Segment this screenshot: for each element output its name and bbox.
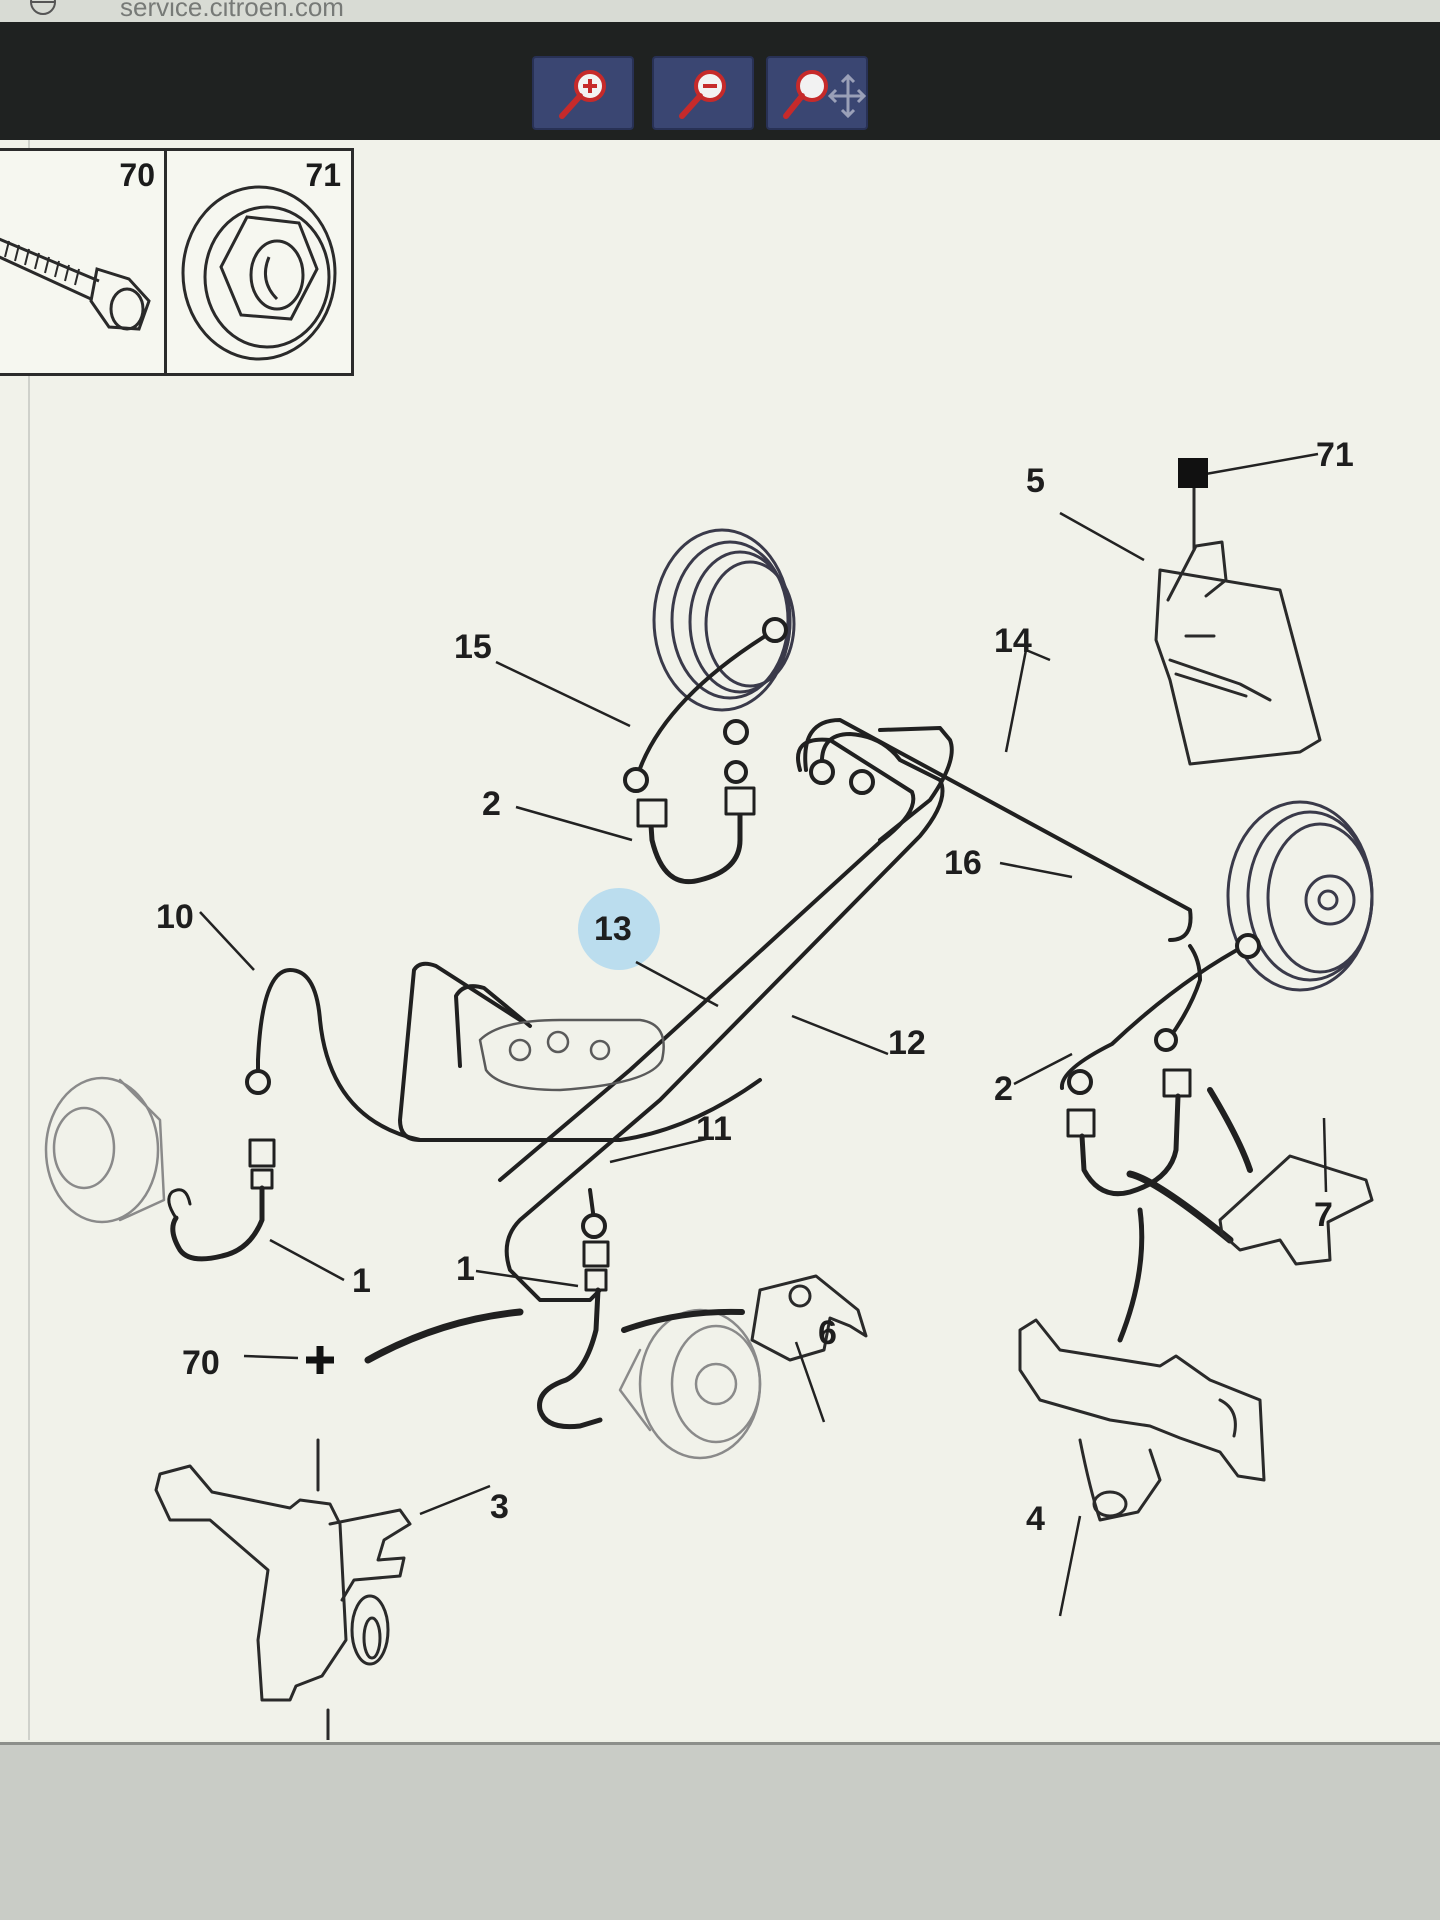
callout-1-center[interactable]: 1 [456,1250,475,1288]
callout-2-right[interactable]: 2 [994,1070,1013,1108]
callout-6[interactable]: 6 [818,1314,837,1352]
zoom-in-button[interactable] [532,56,634,130]
callout-14[interactable]: 14 [994,622,1032,660]
viewer-toolbar [0,22,1440,140]
heat-shield-5 [1154,484,1322,766]
browser-strip: service.citroen.com [0,0,1440,23]
thumbnail-number: 70 [119,157,155,193]
parts-diagram-panel [0,140,1440,1740]
callout-10[interactable]: 10 [156,898,194,936]
panel-border [0,1742,1440,1745]
zoom-pan-button[interactable] [766,56,868,130]
footer-area [0,1745,1440,1920]
brake-drum-right [1226,800,1374,992]
thumbnail-number: 71 [305,157,341,193]
brake-drum-left [652,528,796,712]
callout-7[interactable]: 7 [1314,1196,1333,1234]
bracket-6 [750,1274,868,1362]
bolt-icon [0,237,151,331]
bracket-3 [154,1438,412,1740]
zoom-out-icon [679,70,726,119]
zoom-pan-icon [783,70,866,119]
cross-marker-icon [306,1346,334,1374]
callout-3[interactable]: 3 [490,1488,509,1526]
callout-5[interactable]: 5 [1026,462,1045,500]
callout-1-left[interactable]: 1 [352,1262,371,1300]
globe-icon [30,0,56,15]
callout-11[interactable]: 11 [696,1110,732,1148]
panel-rule [28,140,30,1740]
brake-lines-diagram [44,452,1374,1740]
callout-12[interactable]: 12 [888,1024,926,1062]
selected-part-highlight [578,888,660,970]
callout-16[interactable]: 16 [944,844,982,882]
callout-71[interactable]: 71 [1316,436,1354,474]
brake-valve [478,1018,665,1092]
callout-70[interactable]: 70 [182,1344,220,1382]
zoom-out-button[interactable] [652,56,754,130]
wheel-hub-left [44,1076,166,1224]
callout-15[interactable]: 15 [454,628,492,666]
wheel-hub-center [618,1308,762,1460]
bracket-4 [1018,1318,1266,1522]
square-marker-icon [1178,458,1208,488]
callout-13[interactable]: 13 [594,910,632,948]
thumbnail-part-71[interactable]: 71 [164,148,354,376]
flange-nut-icon [181,185,337,361]
callout-4[interactable]: 4 [1026,1500,1045,1538]
bracket-7 [1218,1154,1374,1266]
callout-2-top[interactable]: 2 [482,785,501,823]
tab-title[interactable]: service.citroen.com [120,0,344,22]
zoom-in-icon [559,70,606,119]
